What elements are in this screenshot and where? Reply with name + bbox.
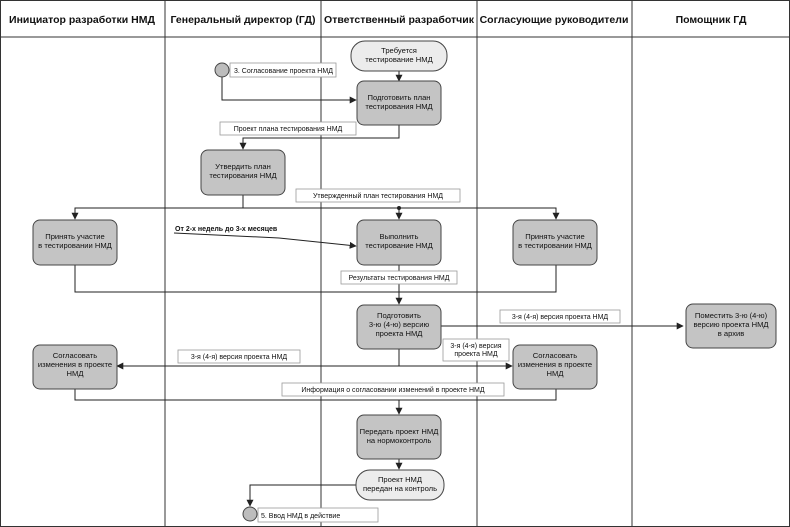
object-approved-plan: Утвержденный план тестирования НМД <box>295 188 461 203</box>
object-plan-project: Проект плана тестирования НМД <box>219 121 357 136</box>
activity-line: проекта НМД <box>376 329 423 338</box>
activity-line: Утвердить план <box>215 162 271 171</box>
lane-title-developer: Ответственный разработчик <box>324 14 475 26</box>
activity-line: в тестировании НМД <box>518 241 592 250</box>
start-label-box <box>229 62 337 78</box>
object-version-managers-line: 3-я (4-я) версия <box>450 343 501 350</box>
start-node <box>214 62 230 78</box>
activity-line: 3-ю (4-ю) версию <box>369 320 430 329</box>
activity-line: Проект НМД <box>378 475 422 484</box>
activity-line: Передать проект НМД <box>360 427 439 436</box>
activity-line: Требуется <box>381 46 417 55</box>
end-node <box>242 506 258 522</box>
activity-line: версию проекта НМД <box>693 320 768 329</box>
activity-line: Согласовать <box>53 351 98 360</box>
fork-dot <box>397 206 401 210</box>
activity-line: тестирования НМД <box>365 102 432 111</box>
duration-note: От 2-х недель до 3-х месяцев <box>175 226 278 233</box>
activity-line: Подготовить план <box>367 93 430 102</box>
activity-line: НМД <box>547 369 564 378</box>
lane-title-initiator: Инициатор разработки НМД <box>9 14 155 26</box>
activity-line: тестирования НМД <box>209 171 276 180</box>
activity-line: Подготовить <box>377 311 421 320</box>
activity-line: Выполнить <box>380 232 419 241</box>
activity-line: Поместить 3-ю (4-ю) <box>695 311 768 320</box>
start-label: 3. Согласование проекта НМД <box>234 68 333 75</box>
end-label-box <box>257 507 379 523</box>
activity-line: Согласовать <box>533 351 578 360</box>
object-version-managers-line: проекта НМД <box>454 351 497 358</box>
activity-line: передан на контроль <box>363 484 437 493</box>
object-version-initiator: 3-я (4-я) версия проекта НМД <box>177 349 301 364</box>
object-approved-plan-text: Утвержденный план тестирования НМД <box>313 192 443 200</box>
object-plan-project-text: Проект плана тестирования НМД <box>234 126 343 133</box>
object-test-results-text: Результаты тестирования НМД <box>349 275 450 282</box>
end-label: 5. Ввод НМД в действие <box>261 512 340 520</box>
activity-line: на нормоконтроль <box>367 436 432 445</box>
activity-line: Принять участие <box>525 232 585 241</box>
activity-line: НМД <box>67 369 84 378</box>
activity-line: в тестировании НМД <box>38 241 112 250</box>
activity-line: изменения в проекте <box>518 360 592 369</box>
activity-line: тестирование НМД <box>365 55 432 64</box>
lane-title-assistant: Помощник ГД <box>676 14 747 26</box>
activity-line: Принять участие <box>45 232 105 241</box>
lane-title-managers: Согласующие руководители <box>480 14 629 26</box>
object-agreement-info: Информация о согласовании изменений в пр… <box>281 382 505 397</box>
object-test-results: Результаты тестирования НМД <box>340 270 458 285</box>
activity-line: в архив <box>718 329 745 338</box>
object-version-archive: 3-я (4-я) версия проекта НМД <box>499 309 621 324</box>
activity-line: изменения в проекте <box>38 360 112 369</box>
object-agreement-info-text: Информация о согласовании изменений в пр… <box>301 386 484 394</box>
object-version-archive-text: 3-я (4-я) версия проекта НМД <box>512 314 609 321</box>
object-version-initiator-text: 3-я (4-я) версия проекта НМД <box>191 354 288 361</box>
activity-line: тестирование НМД <box>365 241 432 250</box>
lane-title-director: Генеральный директор (ГД) <box>170 14 315 26</box>
